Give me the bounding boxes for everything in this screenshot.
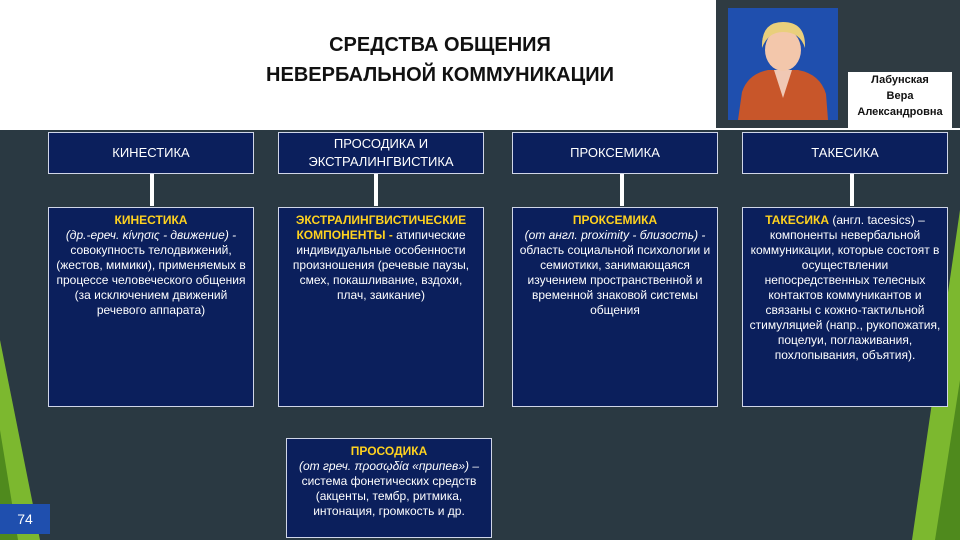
author-name: Лабунская Вера Александровна (848, 72, 952, 128)
definition-extralinguistic: ЭКСТРАЛИНГВИСТИЧЕСКИЕ КОМПОНЕНТЫ - атипи… (278, 207, 484, 407)
connector-line (150, 174, 154, 206)
slide-title: СРЕДСТВА ОБЩЕНИЯ НЕВЕРБАЛЬНОЙ КОММУНИКАЦ… (200, 30, 680, 90)
connector-line (374, 174, 378, 206)
connector-line (620, 174, 624, 206)
portrait-image (728, 8, 838, 120)
definition-kinestika: КИНЕСТИКА (др.-ереч. κίνησις - движение)… (48, 207, 254, 407)
category-proksemika: ПРОКСЕМИКА (512, 132, 718, 174)
definition-proksemika: ПРОКСЕМИКА (от англ. proximity - близост… (512, 207, 718, 407)
definition-prosodika: ПРОСОДИКА (от греч. προσῳδία «припев») –… (286, 438, 492, 538)
definition-takesika: ТАКЕСИКА (англ. tacesics) – компоненты н… (742, 207, 948, 407)
connector-line (850, 174, 854, 206)
author-photo (728, 8, 838, 120)
page-number: 74 (0, 504, 50, 534)
category-kinestika: КИНЕСТИКА (48, 132, 254, 174)
category-takesika: ТАКЕСИКА (742, 132, 948, 174)
